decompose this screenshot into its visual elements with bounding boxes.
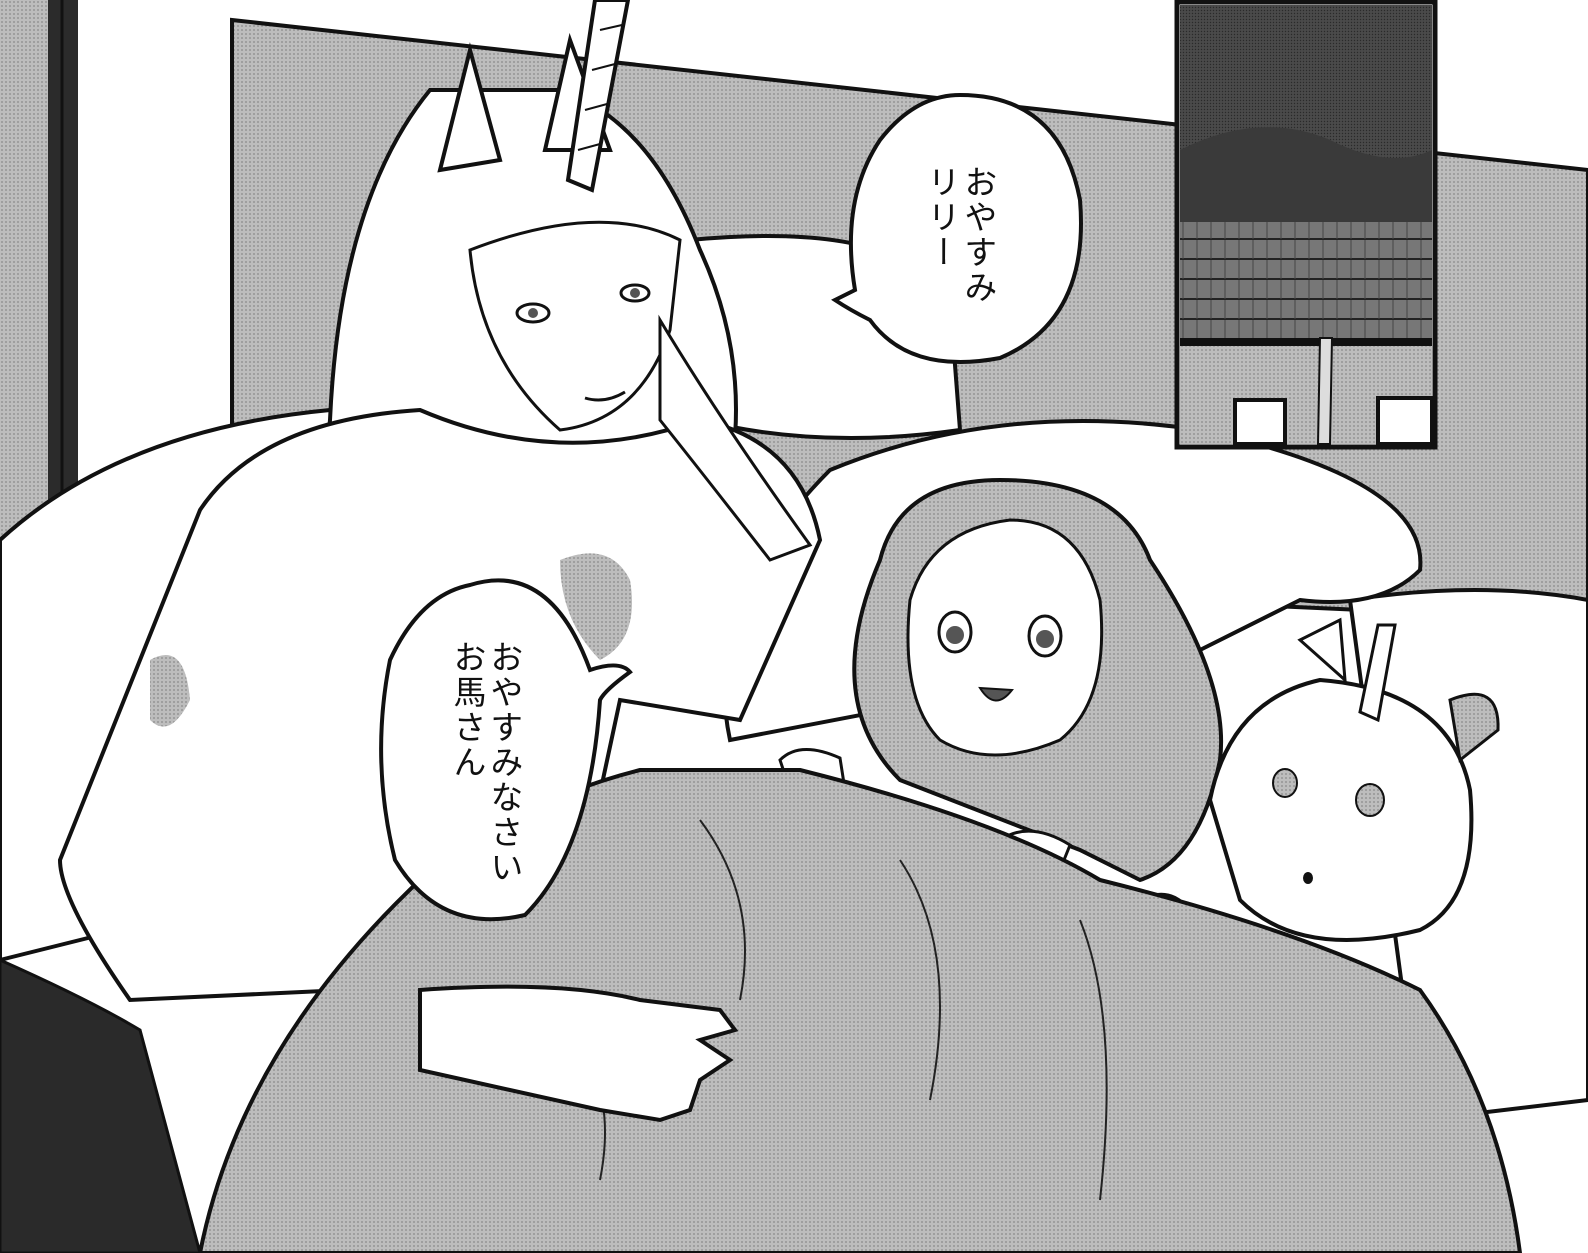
speech-text-top: おやすみ リリー [921,165,998,305]
speech-line: リリー [921,165,961,270]
speech-line: おやすみなさい [484,640,524,885]
speech-bubble-top [831,92,1083,365]
wall-left [0,0,78,560]
speech-text-middle: おやすみなさい お馬さん [447,640,524,885]
speech-line: お馬さん [447,640,487,780]
speech-bubble-middle [379,578,633,922]
adult-hand [418,984,739,1123]
horn-icon [565,0,631,193]
speech-line: おやすみ [958,165,998,305]
adult-legs [0,958,202,1253]
plush-horn-icon [1358,623,1397,723]
night-sky-inset-panel [1174,0,1438,450]
